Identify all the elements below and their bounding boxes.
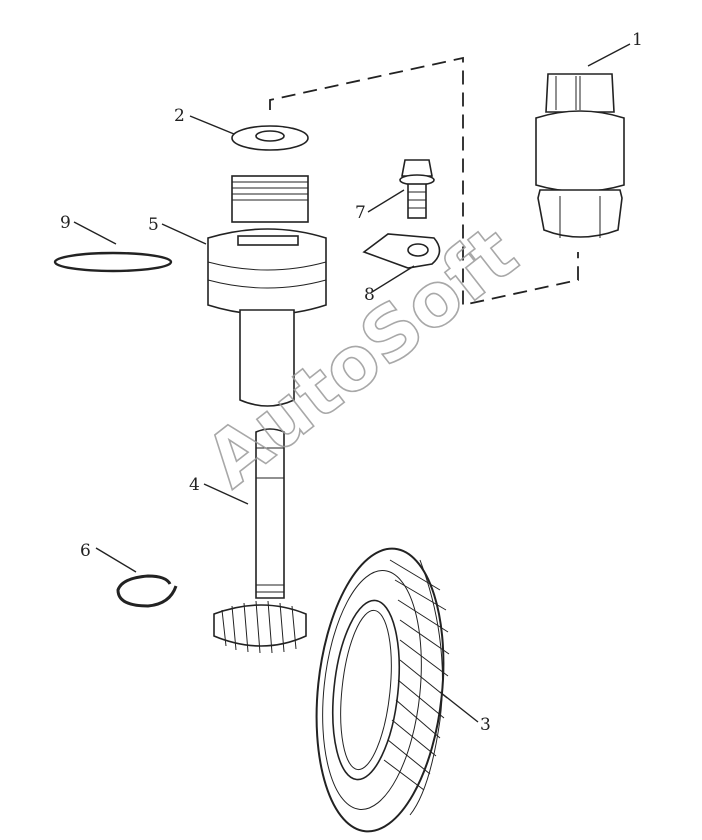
part-7-bolt bbox=[399, 159, 435, 219]
part-6-clip bbox=[116, 574, 178, 608]
callout-2: 2 bbox=[174, 106, 185, 126]
callout-3: 3 bbox=[480, 715, 491, 735]
leader-8 bbox=[371, 265, 415, 293]
callout-7: 7 bbox=[355, 203, 366, 223]
callout-4: 4 bbox=[189, 475, 200, 495]
leader-3 bbox=[439, 691, 479, 723]
leader-9 bbox=[73, 221, 117, 245]
part-8-plate bbox=[362, 233, 441, 269]
leader-2 bbox=[189, 115, 235, 135]
part-4-shaft-gear bbox=[213, 428, 307, 654]
leader-4 bbox=[203, 483, 249, 505]
callout-1: 1 bbox=[632, 30, 643, 50]
callout-6: 6 bbox=[80, 541, 91, 561]
callout-9: 9 bbox=[60, 213, 71, 233]
leader-6 bbox=[95, 547, 137, 573]
part-5-housing bbox=[207, 175, 327, 407]
callout-8: 8 bbox=[364, 285, 375, 305]
part-1-sensor bbox=[535, 73, 625, 238]
assembly-dashed-line bbox=[269, 56, 579, 307]
callout-5: 5 bbox=[148, 215, 159, 235]
part-3-ring-gear bbox=[315, 547, 450, 833]
leader-7 bbox=[367, 189, 405, 213]
part-2-washer bbox=[231, 125, 309, 151]
leader-1 bbox=[587, 43, 631, 67]
leader-5 bbox=[161, 223, 207, 245]
part-9-o-ring bbox=[53, 251, 173, 273]
